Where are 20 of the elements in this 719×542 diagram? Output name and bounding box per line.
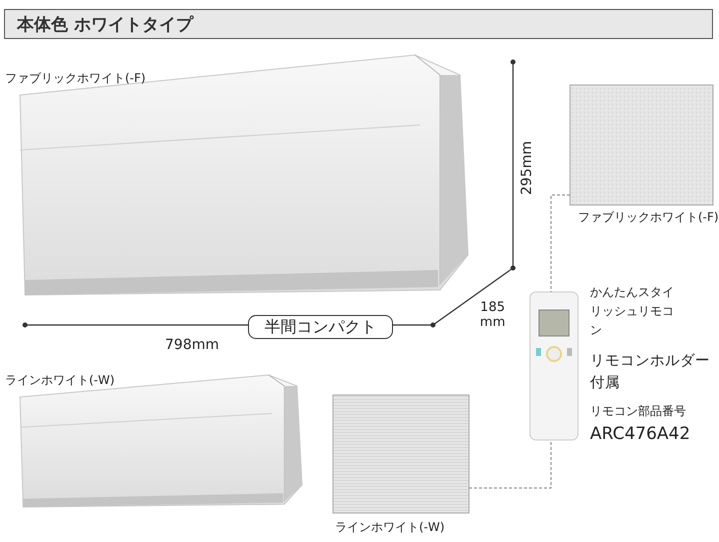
remote-control-drawing — [530, 292, 578, 440]
fabric-swatch — [570, 84, 714, 206]
node-label: かんたんスタイリッシュリモコン — [590, 284, 674, 339]
fabric-swatch — [332, 394, 470, 514]
dashed-connector — [550, 194, 570, 292]
air-conditioner-drawing — [19, 54, 468, 296]
rounded-label-box: 半間コンパクト — [248, 315, 393, 339]
node-label: ARC476A42 — [590, 424, 690, 444]
dashed-connector — [468, 440, 552, 488]
dimension-label: 185 mm — [478, 300, 506, 330]
node-label: ラインホワイト(-W) — [5, 372, 115, 389]
node-label: リモコン部品番号 — [590, 403, 686, 420]
node-label: ラインホワイト(-W) — [335, 519, 445, 536]
air-conditioner-drawing — [19, 374, 302, 508]
title-bar: 本体色 ホワイトタイプ — [4, 9, 713, 39]
node-label: リモコンホルダー付属 — [590, 352, 711, 393]
node-label: ファブリックホワイト(-F) — [578, 209, 719, 226]
dimension-label: 295mm — [519, 141, 535, 195]
node-label: ファブリックホワイト(-F) — [5, 70, 146, 87]
dimension-label: 798mm — [165, 337, 219, 353]
